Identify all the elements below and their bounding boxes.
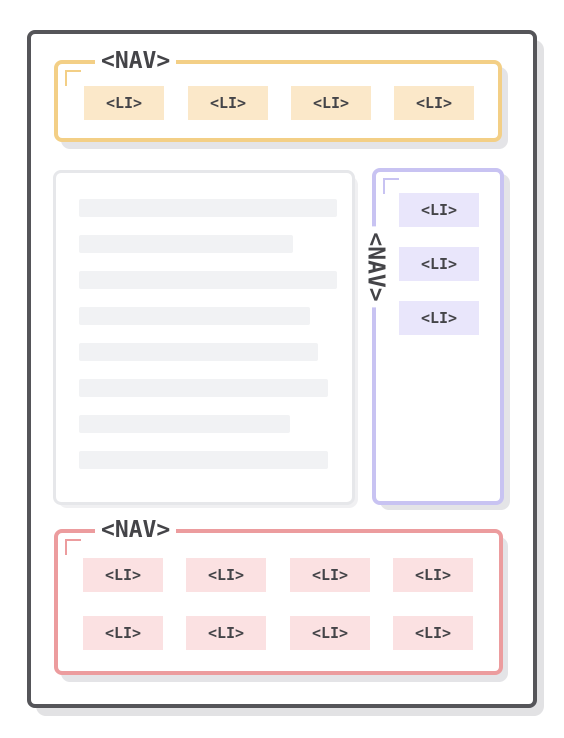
side-nav: <LI> <LI> <LI> — [372, 168, 504, 505]
side-nav-item: <LI> — [399, 301, 479, 335]
bottom-nav-item: <LI> — [290, 558, 370, 592]
top-nav-item: <LI> — [84, 86, 164, 120]
bottom-nav-item: <LI> — [393, 616, 473, 650]
content-line — [79, 343, 318, 361]
content-line — [79, 307, 310, 325]
top-nav-item: <LI> — [394, 86, 474, 120]
bottom-nav-label: <NAV> — [95, 517, 177, 543]
top-nav: <LI> <LI> <LI> <LI> — [54, 60, 502, 142]
content-line — [79, 415, 290, 433]
side-nav-item: <LI> — [399, 193, 479, 227]
content-line — [79, 271, 337, 289]
bottom-nav-item: <LI> — [186, 558, 266, 592]
bottom-nav-item: <LI> — [83, 616, 163, 650]
side-nav-label: <NAV> — [358, 226, 393, 308]
bottom-nav-item: <LI> — [186, 616, 266, 650]
bottom-nav-item: <LI> — [83, 558, 163, 592]
corner-bracket-icon — [65, 539, 81, 555]
content-area — [53, 170, 355, 505]
bottom-nav-item: <LI> — [290, 616, 370, 650]
content-line — [79, 235, 293, 253]
top-nav-item: <LI> — [291, 86, 371, 120]
corner-bracket-icon — [383, 178, 399, 194]
side-nav-item: <LI> — [399, 247, 479, 281]
top-nav-label: <NAV> — [95, 48, 177, 74]
content-line — [79, 451, 328, 469]
content-line — [79, 379, 328, 397]
bottom-nav: <LI> <LI> <LI> <LI> <LI> <LI> <LI> <LI> — [54, 529, 503, 675]
bottom-nav-item: <LI> — [393, 558, 473, 592]
corner-bracket-icon — [65, 70, 81, 86]
top-nav-item: <LI> — [188, 86, 268, 120]
content-line — [79, 199, 337, 217]
